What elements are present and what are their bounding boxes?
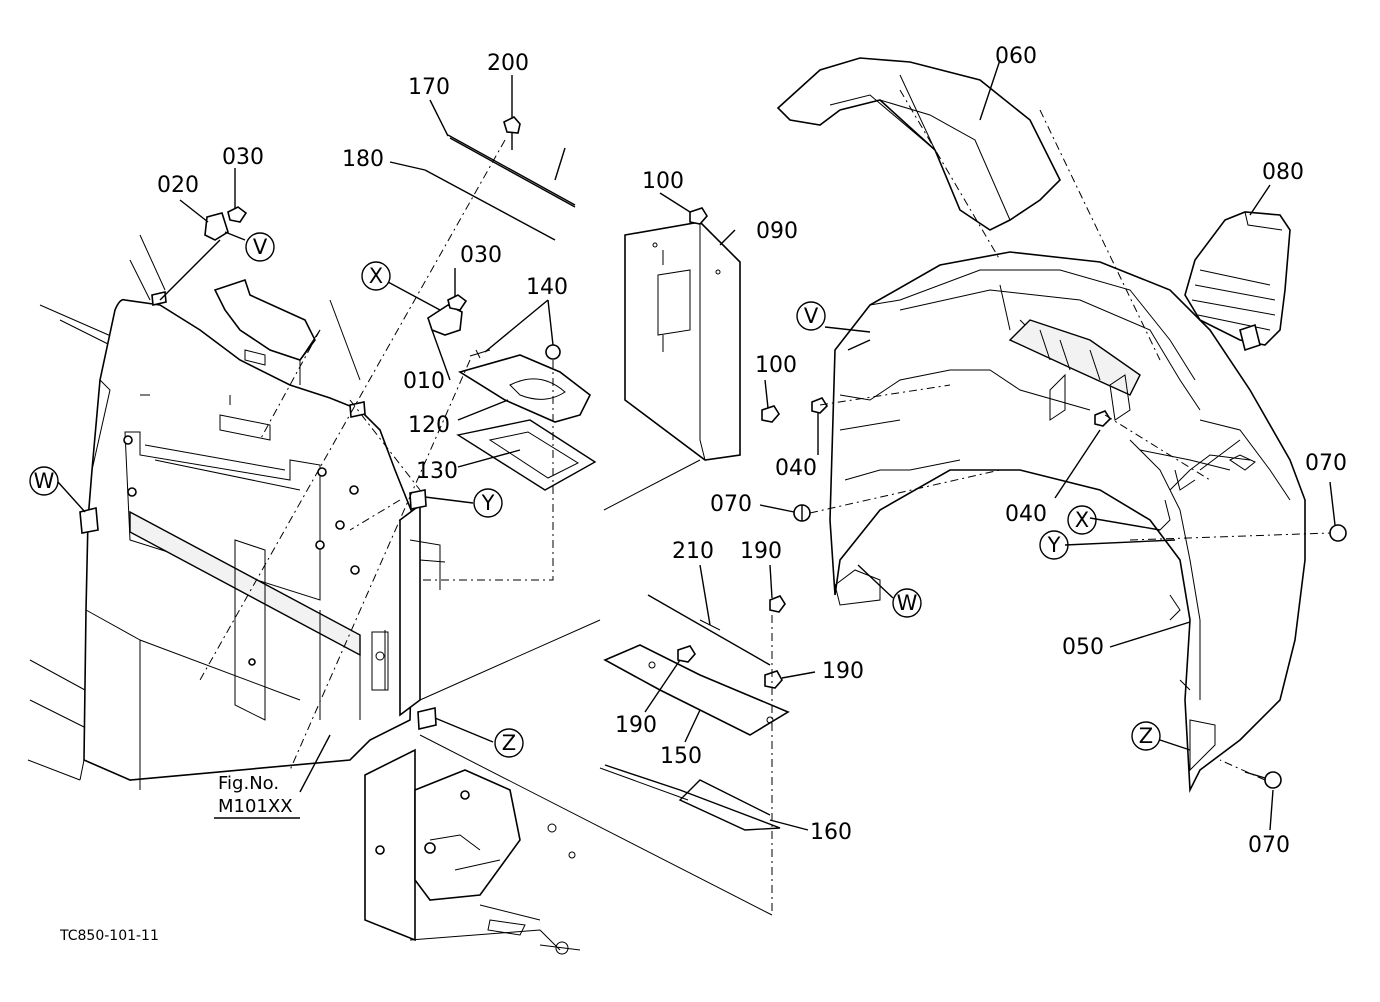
marker-v-left: V bbox=[245, 232, 275, 262]
label-170: 170 bbox=[408, 75, 450, 100]
label-070-a: 070 bbox=[710, 492, 752, 517]
svg-text:X: X bbox=[1075, 508, 1089, 532]
svg-text:W: W bbox=[897, 591, 918, 615]
plate-170 bbox=[447, 134, 576, 208]
screw-100-lower bbox=[761, 405, 780, 423]
svg-text:Z: Z bbox=[1139, 724, 1153, 748]
bracket-020 bbox=[204, 212, 229, 241]
svg-text:Z: Z bbox=[502, 731, 516, 755]
label-090: 090 bbox=[756, 219, 798, 244]
label-030-b: 030 bbox=[460, 243, 502, 268]
screw-190-b bbox=[764, 670, 783, 689]
figure-reference-line2: M101XX bbox=[218, 796, 293, 817]
svg-text:Y: Y bbox=[481, 491, 495, 515]
marker-w-right: W bbox=[892, 588, 922, 618]
label-190-b: 190 bbox=[822, 659, 864, 684]
screw-100-top bbox=[689, 207, 708, 225]
label-070-c: 070 bbox=[1248, 833, 1290, 858]
leader-lines bbox=[57, 59, 1336, 831]
screw-190-a bbox=[769, 595, 786, 613]
cover-090 bbox=[624, 221, 741, 461]
marker-v-right: V bbox=[796, 301, 826, 331]
rod-170 bbox=[554, 147, 566, 181]
label-150: 150 bbox=[660, 744, 702, 769]
drawing-code: TC850-101-11 bbox=[59, 928, 159, 944]
plate-210 bbox=[647, 594, 771, 666]
label-050: 050 bbox=[1062, 635, 1104, 660]
bolt-070-right bbox=[1329, 524, 1347, 542]
screw-040-left bbox=[811, 397, 829, 414]
center-lines bbox=[199, 89, 1331, 916]
screw-190-c bbox=[677, 645, 696, 663]
nut-030-left bbox=[227, 206, 248, 223]
label-120: 120 bbox=[408, 413, 450, 438]
label-030-a: 030 bbox=[222, 145, 264, 170]
boot-080 bbox=[1184, 211, 1291, 352]
svg-text:V: V bbox=[804, 304, 819, 328]
fender-050 bbox=[829, 251, 1306, 794]
label-130: 130 bbox=[416, 459, 458, 484]
marker-z-right: Z bbox=[1131, 721, 1161, 751]
label-200: 200 bbox=[487, 51, 529, 76]
part-labels: 200 170 180 030 020 030 140 010 120 130 … bbox=[157, 44, 1347, 858]
label-100-b: 100 bbox=[755, 353, 797, 378]
label-190-a: 190 bbox=[740, 539, 782, 564]
svg-text:Y: Y bbox=[1047, 533, 1061, 557]
figure-reference: Fig.No. M101XX bbox=[214, 773, 300, 819]
left-side-panel-assembly bbox=[27, 234, 581, 955]
bolt-070-left bbox=[793, 504, 811, 522]
label-180: 180 bbox=[342, 147, 384, 172]
plate-180 bbox=[424, 169, 556, 241]
svg-text:X: X bbox=[369, 264, 383, 288]
label-020: 020 bbox=[157, 173, 199, 198]
svg-text:V: V bbox=[253, 235, 268, 259]
bolt-070-bottom bbox=[1264, 771, 1282, 789]
marker-x-right: X bbox=[1067, 505, 1097, 535]
label-210: 210 bbox=[672, 539, 714, 564]
label-140: 140 bbox=[526, 275, 568, 300]
label-070-b: 070 bbox=[1305, 451, 1347, 476]
label-080: 080 bbox=[1262, 160, 1304, 185]
reference-markers: V X W Y Z V X Y bbox=[29, 232, 1161, 758]
cover-060 bbox=[776, 57, 1061, 231]
plate-120 bbox=[458, 349, 592, 423]
figure-reference-line1: Fig.No. bbox=[218, 773, 279, 794]
screw-200 bbox=[503, 116, 521, 150]
gasket-130 bbox=[456, 419, 597, 491]
marker-x-left: X bbox=[361, 261, 391, 291]
label-190-c: 190 bbox=[615, 713, 657, 738]
marker-z-left: Z bbox=[494, 728, 524, 758]
marker-y-right: Y bbox=[1039, 530, 1069, 560]
label-100-a: 100 bbox=[642, 169, 684, 194]
marker-w-left: W bbox=[29, 466, 59, 496]
label-040-a: 040 bbox=[775, 456, 817, 481]
svg-text:W: W bbox=[34, 469, 55, 493]
label-060: 060 bbox=[995, 44, 1037, 69]
label-160: 160 bbox=[810, 820, 852, 845]
nut-140 bbox=[545, 344, 561, 360]
screw-040-right bbox=[1094, 410, 1112, 427]
label-040-b: 040 bbox=[1005, 502, 1047, 527]
panel-bolts bbox=[123, 435, 360, 666]
nut-030-right bbox=[447, 294, 468, 311]
marker-y-left: Y bbox=[473, 488, 503, 518]
gasket-160 bbox=[599, 764, 781, 831]
label-010: 010 bbox=[403, 369, 445, 394]
